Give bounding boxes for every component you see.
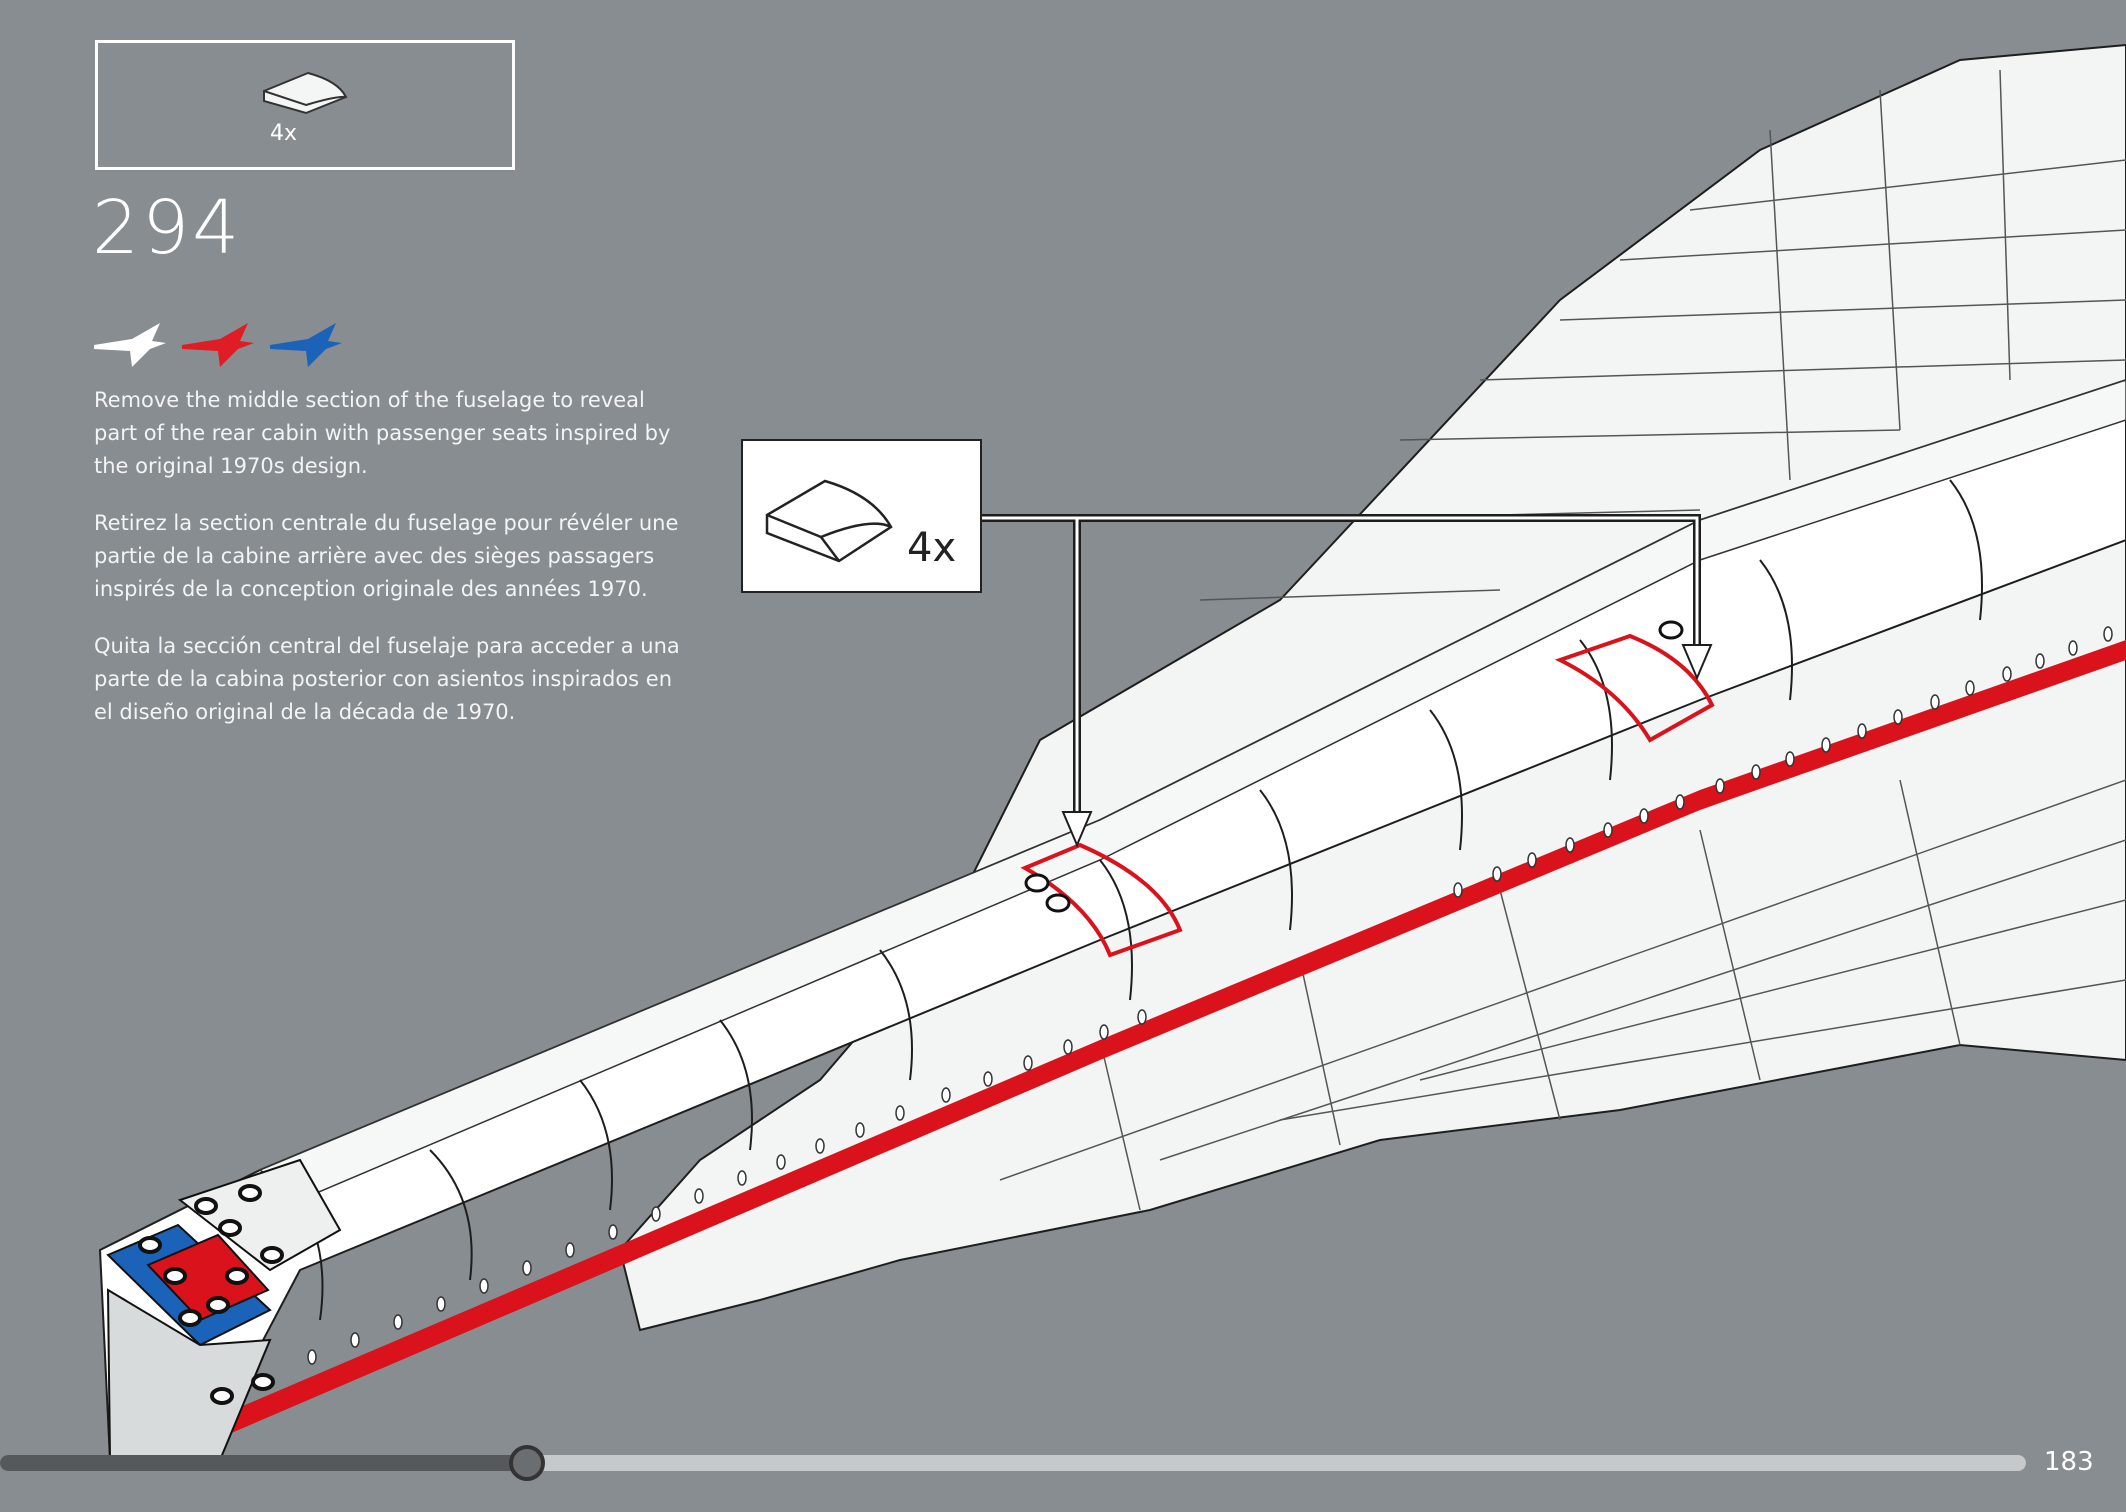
callout-box: 4x [741,439,982,593]
white-jet-icon [94,323,166,367]
curved-slope-brick-icon [263,71,348,115]
callout-quantity: 4x [907,525,957,571]
description-french: Retirez la section centrale du fuselage … [94,511,679,601]
description-english: Remove the middle section of the fuselag… [94,388,671,478]
progress-slider-handle[interactable] [508,1445,545,1481]
red-jet-icon [182,323,254,367]
description-spanish: Quita la sección central del fuselaje pa… [94,634,680,724]
parts-list-box: 4x [95,40,515,170]
parts-quantity: 4x [270,121,298,146]
blue-jet-icon [270,323,342,367]
curved-slope-brick-icon [765,479,893,563]
progress-fill [0,1455,527,1471]
page-number: 183 [2044,1447,2094,1477]
page-progress-bar[interactable] [0,1455,2026,1471]
livery-icons [94,323,342,367]
step-number: 294 [92,185,243,271]
